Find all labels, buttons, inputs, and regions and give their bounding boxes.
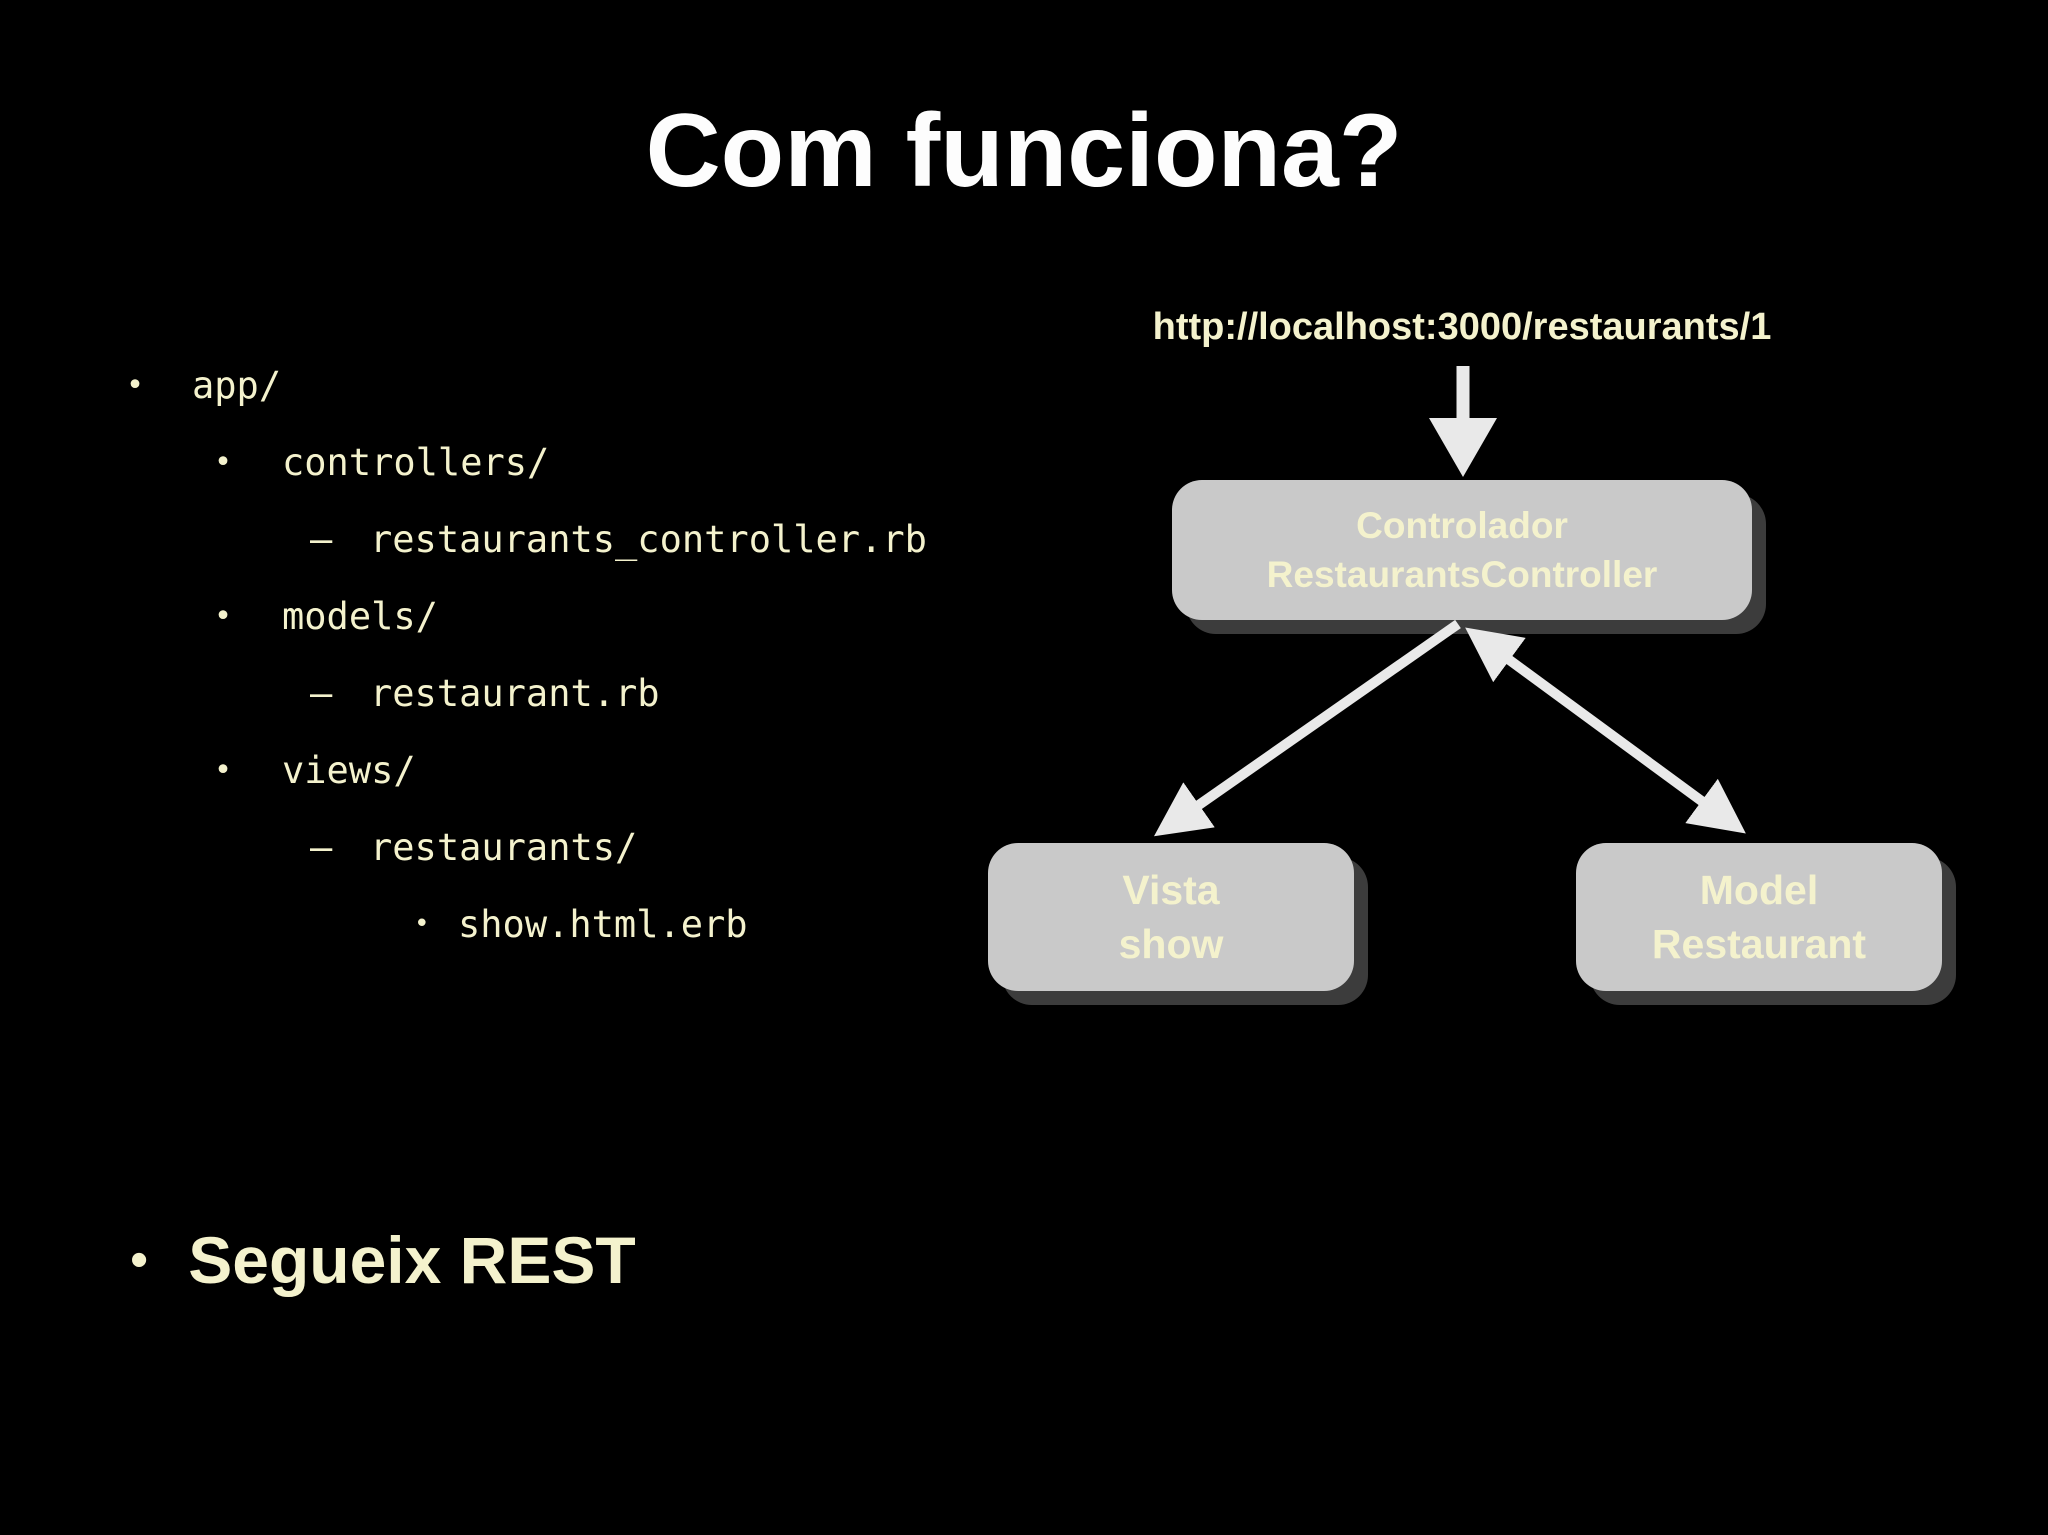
node-vista-line2: show — [1118, 921, 1224, 967]
node-model: Model Restaurant — [1576, 843, 1942, 991]
page-title: Com funciona? — [645, 93, 1403, 209]
bullet-dot: • — [414, 909, 430, 939]
file-tree-label: restaurants_controller.rb — [370, 518, 927, 561]
url-label: http://localhost:3000/restaurants/1 — [1152, 306, 1772, 348]
file-tree-item: • controllers/ — [0, 424, 1020, 501]
file-tree-item: –restaurants_controller.rb — [0, 501, 1020, 578]
node-controller-line1: Controlador — [1356, 505, 1568, 546]
node-model-line1: Model — [1699, 867, 1819, 913]
file-tree-item: • app/ — [0, 347, 1020, 424]
node-controller: Controlador RestaurantsController — [1172, 480, 1752, 620]
file-tree-label: models/ — [282, 595, 438, 638]
bullet-dot: • — [214, 599, 233, 634]
bullet-dot: • — [214, 445, 233, 480]
bullet-dot: • — [130, 1231, 149, 1289]
bullet-dot: • — [126, 368, 145, 403]
bottom-bullet-item: • Segueix REST — [130, 1222, 636, 1298]
file-tree-item: • views/ — [0, 732, 1020, 809]
controller-model-double-arrow — [1465, 627, 1746, 834]
file-tree-item: –restaurants/ — [0, 809, 1020, 886]
bullet-dash: – — [310, 826, 333, 869]
node-vista: Vista show — [988, 843, 1354, 991]
file-tree-label: views/ — [282, 749, 416, 792]
file-tree-label: restaurants/ — [370, 826, 638, 869]
bullet-dot: • — [214, 753, 233, 788]
node-model-line2: Restaurant — [1651, 921, 1867, 967]
node-vista-line1: Vista — [1122, 867, 1220, 913]
file-tree-label: restaurant.rb — [370, 672, 660, 715]
url-to-controller-arrow — [1429, 366, 1497, 477]
file-tree-item: • show.html.erb — [0, 886, 1020, 963]
file-tree-label: controllers/ — [282, 441, 550, 484]
file-tree-item: • models/ — [0, 578, 1020, 655]
file-tree-label: app/ — [192, 364, 282, 407]
node-controller-line2: RestaurantsController — [1266, 554, 1658, 595]
controller-to-vista-arrow — [1153, 619, 1461, 837]
file-tree-list: •app/•controllers/–restaurants_controlle… — [0, 347, 1020, 963]
bullet-dash: – — [310, 672, 333, 715]
file-tree-item: –restaurant.rb — [0, 655, 1020, 732]
bottom-bullet-label: Segueix REST — [188, 1223, 636, 1297]
bullet-dash: – — [310, 518, 333, 561]
file-tree-label: show.html.erb — [458, 903, 748, 946]
